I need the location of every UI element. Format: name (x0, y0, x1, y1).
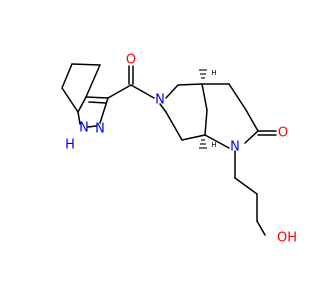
hydroxyl-label: OH (277, 231, 297, 246)
amide-linker (107, 65, 155, 99)
stereo-h-top-label: H (211, 69, 216, 77)
cyclopentane-ring (61, 63, 101, 113)
amide-nitrogen-label: N (155, 93, 165, 108)
pyrazole-ring (77, 96, 109, 128)
lactam-oxygen-label: O (278, 126, 288, 141)
stereo-h-bottom-label: H (211, 141, 216, 149)
structure-diagram: O O OH N N N N H H H (61, 53, 297, 246)
pyrazole-h-label: H (65, 138, 75, 153)
hydroxypropyl-chain (234, 150, 266, 236)
pyrazole-nh-label: N (79, 121, 89, 136)
stereo-hash-bottom (199, 139, 207, 149)
carbonyl-oxygen-label: O (126, 53, 136, 68)
lactam-ring (201, 83, 277, 149)
stereo-hash-top (199, 69, 207, 79)
lactam-nitrogen-label: N (230, 140, 240, 155)
piperidine-ring (159, 83, 208, 141)
molecule-canvas: O O OH N N N N H H H (61, 53, 297, 246)
pyrazole-nitrogen-label: N (95, 122, 105, 137)
